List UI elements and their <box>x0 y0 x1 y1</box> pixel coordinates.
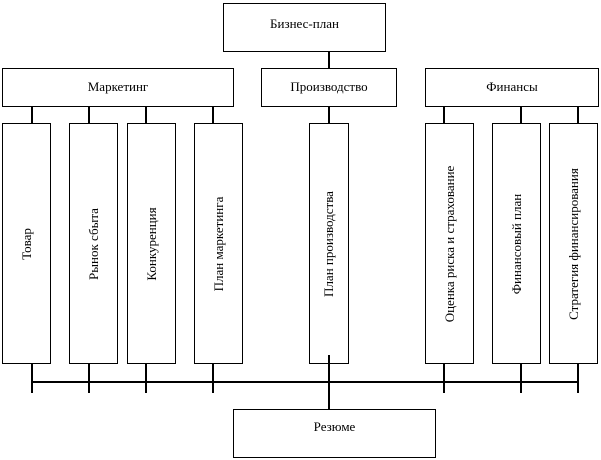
bus-tick-goods <box>31 363 33 393</box>
root-label: Бизнес-план <box>270 16 339 31</box>
section-label-finance: Финансы <box>486 79 538 94</box>
section-label-production: Производство <box>290 79 368 94</box>
bus-tick-financial-plan <box>520 363 522 393</box>
connector-production-plan <box>328 106 330 124</box>
bus-tick-competition <box>145 363 147 393</box>
connector-marketing-market <box>88 106 90 124</box>
child-box-marketing-plan: План маркетинга <box>194 123 243 364</box>
child-box-goods: Товар <box>2 123 51 364</box>
child-box-financial-plan: Финансовый план <box>492 123 541 364</box>
section-box-production: Производство <box>261 68 397 107</box>
section-box-marketing: Маркетинг <box>2 68 234 107</box>
child-label-risk-insurance: Оценка риска и страхование <box>441 165 457 322</box>
child-label-sales-market: Рынок сбыта <box>85 207 101 280</box>
bus-tick-marketing-plan <box>212 363 214 393</box>
child-box-risk-insurance: Оценка риска и страхование <box>425 123 474 364</box>
root-box-business-plan: Бизнес-план <box>223 3 386 52</box>
child-label-production-plan: План производства <box>321 190 336 297</box>
summary-bus-line <box>31 381 579 383</box>
child-box-competition: Конкуренция <box>127 123 176 364</box>
child-box-sales-market: Рынок сбыта <box>69 123 118 364</box>
connector-to-summary <box>328 355 330 410</box>
child-label-financial-plan: Финансовый план <box>508 193 524 294</box>
bus-tick-risk <box>443 363 445 393</box>
connector-finance-strategy <box>577 106 579 124</box>
child-label-financing-strategy: Стратегия финансирования <box>565 167 581 320</box>
summary-label: Резюме <box>313 419 356 434</box>
child-box-production-plan: План производства <box>309 123 349 364</box>
child-box-financing-strategy: Стратегия финансирования <box>549 123 598 364</box>
connector-root-to-production <box>328 51 330 69</box>
connector-marketing-competition <box>145 106 147 124</box>
connector-marketing-goods <box>31 106 33 124</box>
child-label-marketing-plan: План маркетинга <box>210 196 226 291</box>
child-label-competition: Конкуренция <box>143 206 159 281</box>
section-label-marketing: Маркетинг <box>87 79 149 94</box>
child-label-goods: Товар <box>18 227 34 260</box>
summary-box: Резюме <box>233 409 436 458</box>
bus-tick-sales-market <box>88 363 90 393</box>
connector-marketing-plan <box>212 106 214 124</box>
connector-finance-plan <box>520 106 522 124</box>
section-box-finance: Финансы <box>425 68 599 107</box>
connector-finance-risk <box>443 106 445 124</box>
bus-tick-strategy <box>577 363 579 393</box>
